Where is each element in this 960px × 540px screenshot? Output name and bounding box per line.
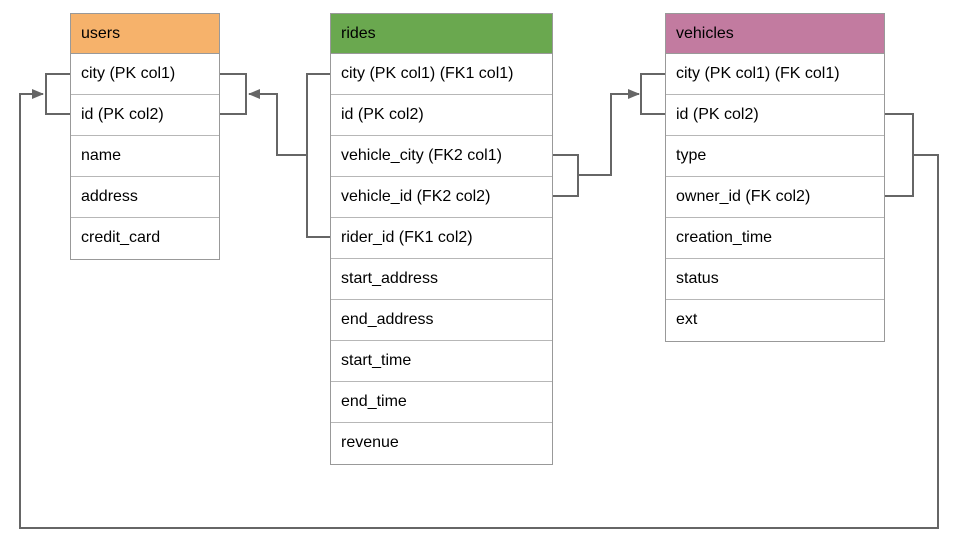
column-row: credit_card (81, 229, 161, 246)
column-row: revenue (341, 434, 399, 451)
column-row: status (666, 259, 884, 300)
column-row: end_time (331, 382, 552, 423)
column-row: vehicle_id (FK2 col2) (331, 177, 552, 218)
column-row: type (666, 136, 884, 177)
column-row: id (PK col2) (331, 95, 552, 136)
column-row: vehicle_city (FK2 col1) (331, 136, 552, 177)
column-row: address (71, 177, 219, 218)
table-title-rides: rides (331, 14, 552, 54)
column-row: end_address (331, 300, 552, 341)
relationship-line-fk (19, 89, 939, 529)
connector-vehicles-to-users (19, 73, 939, 529)
table-title-vehicles: vehicles (666, 14, 884, 54)
column-row: id (PK col2) (71, 95, 219, 136)
column-row: start_time (331, 341, 552, 382)
column-row: id (PK col2) (666, 95, 884, 136)
connector-rides-to-users (220, 73, 330, 238)
bracket-users-left (45, 73, 70, 115)
bracket-rides-right (553, 154, 579, 197)
column-row: city (PK col1) (71, 54, 219, 95)
column-row: city (PK col1) (FK1 col1) (331, 54, 552, 95)
connector-rides-to-vehicles (553, 73, 665, 197)
table-title-users: users (71, 14, 219, 54)
column-row: owner_id (FK col2) (666, 177, 884, 218)
relationship-line-fk2 (578, 89, 640, 176)
column-row: creation_time (666, 218, 884, 259)
column-row: ext (676, 311, 698, 328)
bracket-vehicles-right (885, 113, 914, 197)
bracket-rides-left (306, 73, 330, 238)
column-row: name (71, 136, 219, 177)
column-row: rider_id (FK1 col2) (331, 218, 552, 259)
column-row: start_address (331, 259, 552, 300)
bracket-users-right (220, 73, 247, 115)
relationship-line-fk1 (248, 89, 307, 156)
bracket-vehicles-left (640, 73, 665, 115)
column-row: city (PK col1) (FK col1) (666, 54, 884, 95)
